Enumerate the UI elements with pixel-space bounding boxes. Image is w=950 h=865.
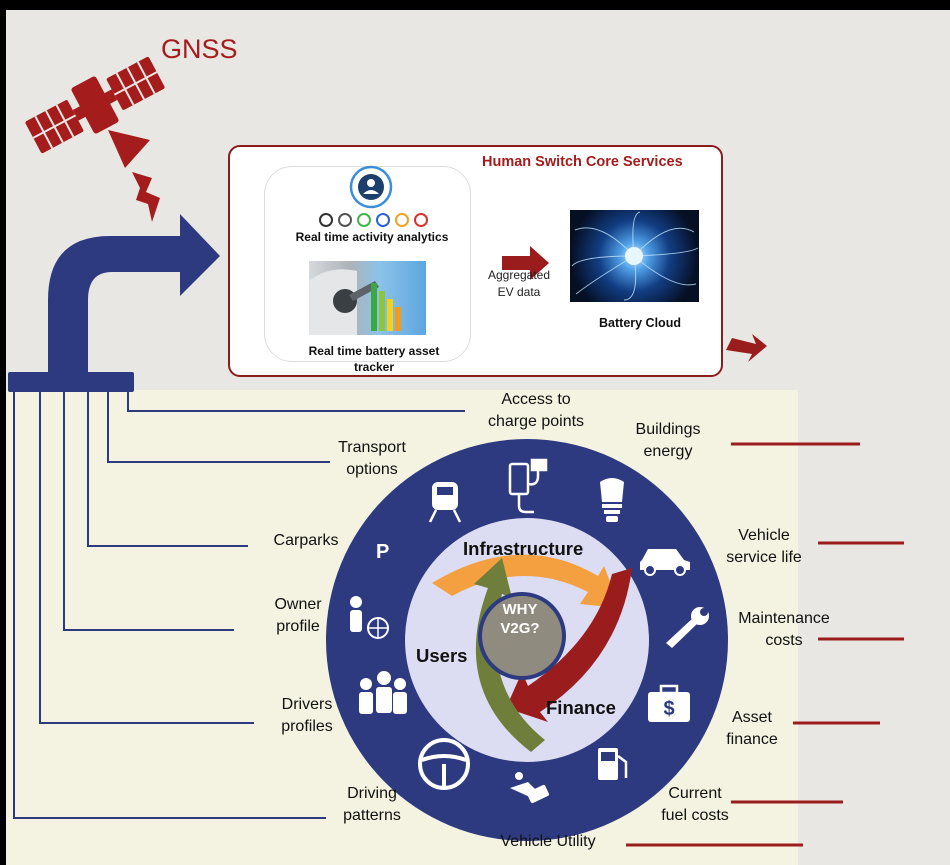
center-line2: V2G? <box>500 620 540 637</box>
analytics-label: Real time activity analytics <box>295 230 449 244</box>
input-arrow-icon <box>726 334 767 362</box>
wrench-icon <box>666 607 709 648</box>
label-line1: Current <box>668 785 722 802</box>
aggregated-line1: Aggregated <box>487 268 551 282</box>
svg-text:$: $ <box>663 698 674 720</box>
label-line1: Buildings <box>635 421 701 438</box>
train-icon <box>428 482 462 523</box>
fuel-pump-icon <box>598 748 628 780</box>
label-vehicle-utility: Vehicle Utility <box>500 833 596 850</box>
wheel-center-label: WHY V2G? <box>480 600 560 638</box>
charge-point-icon <box>508 458 548 514</box>
label-line2: profile <box>276 618 320 635</box>
label-line1: Owner <box>274 596 322 613</box>
tracker-label-line1: Real time battery asset <box>308 344 440 358</box>
left-connector-lines <box>13 392 465 819</box>
label-line2: patterns <box>343 807 401 824</box>
core-services-title: Human Switch Core Services <box>482 154 683 170</box>
segment-users: Users <box>416 645 468 666</box>
light-bulb-icon <box>600 478 624 522</box>
label-line1: Driving <box>347 785 397 802</box>
label-line2: finance <box>726 731 778 748</box>
label-line1: Carparks <box>273 532 339 549</box>
label-current-fuel-costs: Current fuel costs <box>645 783 745 827</box>
analytics-icon <box>349 165 393 209</box>
label-maintenance-costs: Maintenance costs <box>729 608 839 652</box>
vehicle-utility-icon <box>510 772 549 804</box>
label-line1: Maintenance <box>738 610 830 627</box>
label-transport-options: Transport options <box>322 437 422 481</box>
label-line2: energy <box>643 443 693 460</box>
car-icon <box>640 549 690 576</box>
label-vehicle-service-life: Vehicle service life <box>714 525 814 569</box>
label-line1: Drivers <box>281 696 333 713</box>
label-line2: options <box>346 461 398 478</box>
label-line2: profiles <box>281 718 333 735</box>
satellite-icon <box>25 56 165 168</box>
label-driving-patterns: Driving patterns <box>322 783 422 827</box>
label-line1: Transport <box>338 439 406 456</box>
segment-finance: Finance <box>546 697 616 718</box>
label-line1: Vehicle <box>738 527 790 544</box>
right-connector-lines <box>626 442 904 847</box>
aggregate-arrow-icon <box>502 246 549 280</box>
label-access-charge-points: Access to charge points <box>476 389 596 433</box>
label-buildings-energy: Buildings energy <box>618 419 718 463</box>
battery-cloud-image <box>570 210 699 302</box>
battery-tracker-image <box>309 261 426 335</box>
steering-wheel-icon <box>418 738 470 790</box>
signal-bolt-icon <box>132 172 160 222</box>
owner-profile-icon <box>350 596 389 639</box>
aggregated-line2: EV data <box>497 285 541 299</box>
label-line1: Access to <box>501 391 571 408</box>
money-briefcase-icon: $ <box>648 684 690 722</box>
label-line2: costs <box>765 632 803 649</box>
label-drivers-profiles: Drivers profiles <box>257 694 357 738</box>
gnss-label: GNSS <box>161 34 238 64</box>
battery-cloud-label: Battery Cloud <box>599 316 681 330</box>
wheel-center <box>478 592 566 680</box>
tracker-label-line2: tracker <box>353 360 395 374</box>
label-line2: fuel costs <box>661 807 729 824</box>
activity-dot-icons <box>319 213 428 227</box>
aggregated-ev-data-label: Aggregated EV data <box>477 267 561 301</box>
finance-arrow <box>506 568 632 722</box>
label-carparks: Carparks <box>256 530 356 552</box>
label-line1: Asset <box>731 709 772 726</box>
label-asset-finance: Asset finance <box>702 707 802 751</box>
parking-icon: P <box>376 541 390 563</box>
infrastructure-arrow <box>432 554 620 608</box>
label-line2: service life <box>726 549 802 566</box>
data-flow-arrow <box>8 214 220 392</box>
label-line2: charge points <box>487 413 585 430</box>
drivers-group-icon <box>359 671 407 714</box>
segment-infrastructure: Infrastructure <box>463 538 584 559</box>
center-line1: WHY <box>502 601 538 618</box>
label-owner-profile: Owner profile <box>248 594 348 638</box>
